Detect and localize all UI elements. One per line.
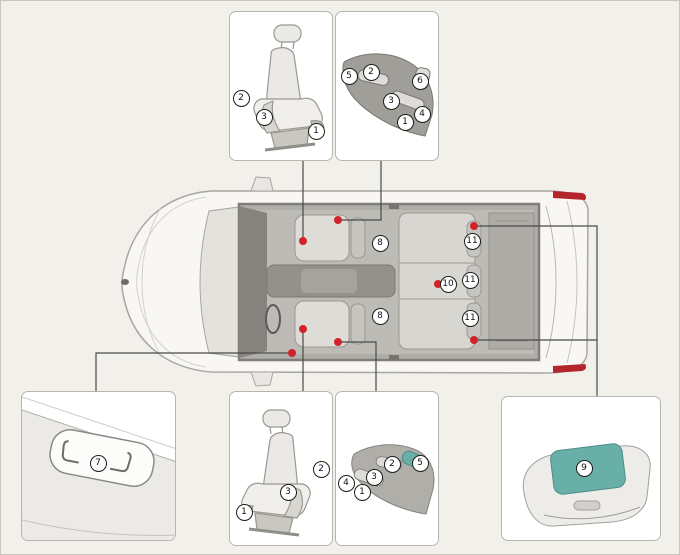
seat-side-view-icon <box>253 24 325 152</box>
location-dot <box>299 325 307 333</box>
car-marker: 8 <box>371 307 389 325</box>
callout-marker: 6 <box>411 72 429 90</box>
location-dot <box>470 336 478 344</box>
front-headrests <box>350 217 366 345</box>
side-mirror-top <box>250 176 274 192</box>
taillight-top <box>553 191 586 200</box>
callout-marker: 2 <box>312 460 330 478</box>
callout-marker: 1 <box>307 122 325 140</box>
car-marker: 8 <box>371 234 389 252</box>
callout-marker: 4 <box>337 474 355 492</box>
windshield <box>199 206 240 358</box>
dashboard <box>239 206 267 358</box>
callout-marker: 9 <box>575 459 593 477</box>
callout-marker: 5 <box>340 67 358 85</box>
callout-marker: 3 <box>279 483 297 501</box>
taillight-bottom <box>553 364 586 373</box>
car-marker: 11 <box>461 271 479 289</box>
callout-marker: 2 <box>383 455 401 473</box>
steering-wheel <box>265 304 281 334</box>
location-dot <box>334 338 342 346</box>
cargo-area <box>488 212 535 350</box>
callout-marker: 4 <box>413 105 431 123</box>
front-seats <box>294 214 350 348</box>
callout-marker: 2 <box>362 63 380 81</box>
car-marker: 11 <box>463 232 481 250</box>
location-dot <box>470 222 478 230</box>
connector-lines <box>95 161 598 396</box>
car-marker: 10 <box>439 275 457 293</box>
callout-marker: 3 <box>382 92 400 110</box>
side-mirror-bottom <box>250 371 274 387</box>
callout-marker: 5 <box>411 454 429 472</box>
car-top-view-illustration <box>121 176 589 387</box>
callout-marker: 3 <box>365 468 383 486</box>
callout-marker: 2 <box>232 89 250 107</box>
callout-marker: 1 <box>235 503 253 521</box>
callout-marker: 1 <box>396 113 414 131</box>
callout-marker: 3 <box>255 108 273 126</box>
location-dot <box>288 349 296 357</box>
location-dot <box>334 216 342 224</box>
hood-logo <box>121 279 129 285</box>
location-dot <box>299 237 307 245</box>
callout-box-seat-manual-top <box>229 11 333 161</box>
car-marker: 11 <box>461 309 479 327</box>
callout-marker: 7 <box>89 454 107 472</box>
callout-box-door-switch <box>21 391 176 541</box>
callout-marker: 1 <box>353 483 371 501</box>
location-dot <box>434 280 442 288</box>
cushion-handle <box>573 500 601 511</box>
